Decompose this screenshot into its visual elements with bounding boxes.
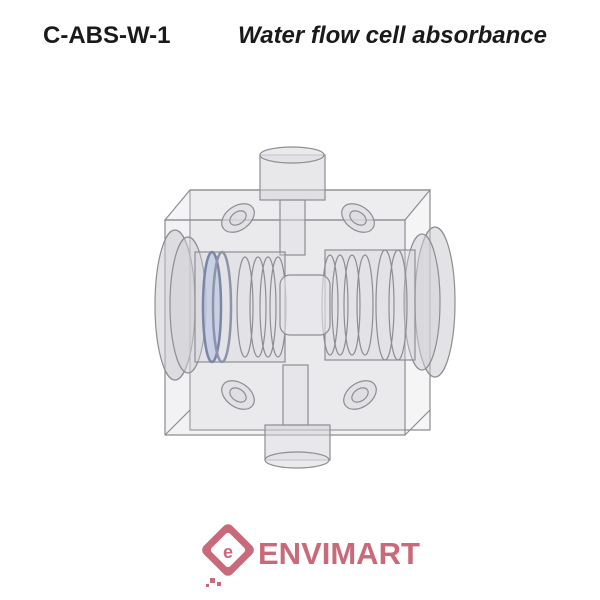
logo-text: ENVIMART bbox=[258, 536, 420, 571]
header: C-ABS-W-1 Water flow cell absorbance bbox=[0, 0, 600, 70]
product-title: Water flow cell absorbance bbox=[238, 22, 547, 49]
bolt-holes bbox=[221, 203, 377, 410]
flow-cell-render bbox=[154, 146, 456, 469]
product-code: C-ABS-W-1 bbox=[43, 22, 171, 49]
envimart-logo: e bbox=[200, 520, 420, 590]
left-barrel bbox=[194, 250, 287, 364]
right-barrel bbox=[321, 249, 416, 361]
svg-text:e: e bbox=[223, 542, 233, 562]
envimart-e-logo-icon: e bbox=[202, 524, 254, 587]
